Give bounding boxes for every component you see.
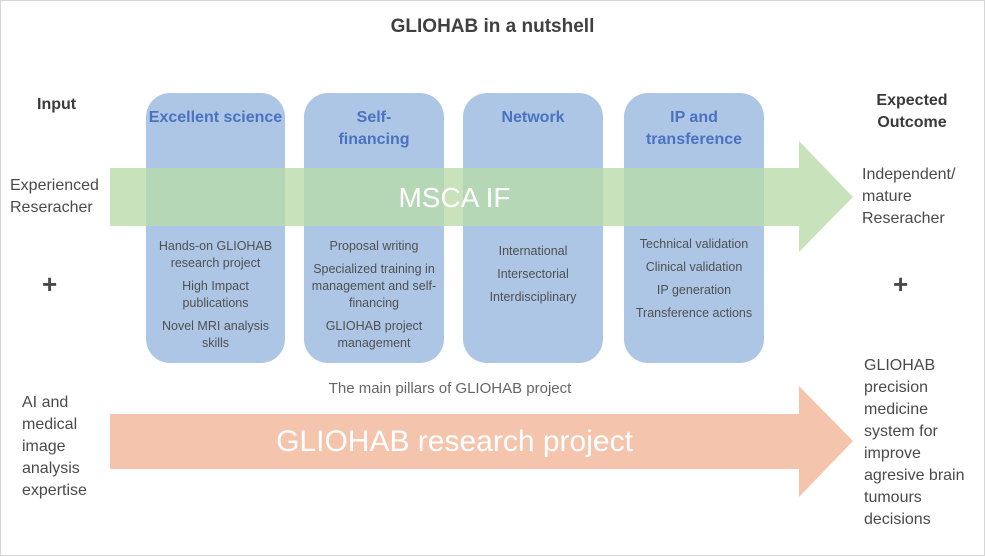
pillar-title: Network <box>501 109 565 126</box>
pillar-item: International <box>498 244 568 258</box>
pillar-title: Self-financing <box>338 109 410 148</box>
pillar-item: Interdisciplinary <box>489 290 577 304</box>
msca-arrow <box>110 141 853 252</box>
outcome-top: Independent/ mature Reseracher <box>862 166 956 227</box>
pillar-ip-transference: IP and transference Technical validation… <box>624 93 764 363</box>
pillar-item: High Impact publications <box>182 279 249 310</box>
outcome-plus-icon: + <box>893 269 909 299</box>
research-arrow <box>110 386 853 497</box>
input-heading: Input <box>37 96 77 113</box>
input-plus-icon: + <box>42 269 58 299</box>
pillar-item: Intersectorial <box>497 267 569 281</box>
research-arrow-label: GLIOHAB research project <box>276 425 633 458</box>
msca-arrow-label: MSCA IF <box>398 182 511 213</box>
pillar-item: GLIOHAB project management <box>325 319 423 350</box>
pillar-item: IP generation <box>656 283 732 297</box>
pillar-self-financing: Self-financing Proposal writing Speciali… <box>304 93 444 363</box>
pillar-items: Hands-on GLIOHAB research project High I… <box>146 238 285 358</box>
pillar-excellent-science: Excellent science Hands-on GLIOHAB resea… <box>146 93 285 363</box>
diagram-title: GLIOHAB in a nutshell <box>390 16 595 37</box>
pillar-network: Network International Intersectorial Int… <box>463 93 603 363</box>
pillar-item: Clinical validation <box>645 260 743 274</box>
pillar-items: Technical validation Clinical validation… <box>624 236 764 328</box>
pillar-title: Excellent science <box>148 109 283 126</box>
outcome-bottom: GLIOHAB precision medicine system for im… <box>864 357 965 528</box>
pillar-items: International Intersectorial Interdiscip… <box>463 243 603 312</box>
outcome-heading: Expected Outcome <box>876 92 948 131</box>
pillar-item: Hands-on GLIOHAB research project <box>158 239 273 270</box>
pillar-title: IP and transference <box>645 109 743 148</box>
pillar-item: Specialized training in management and s… <box>311 262 437 310</box>
pillar-item: Novel MRI analysis skills <box>162 319 269 350</box>
pillar-item: Technical validation <box>639 237 749 251</box>
pillar-item: Transference actions <box>635 306 753 320</box>
pillars-caption: The main pillars of GLIOHAB project <box>328 380 572 397</box>
pillar-items: Proposal writing Specialized training in… <box>304 238 444 358</box>
pillar-item: Proposal writing <box>329 239 419 253</box>
input-top: Experienced Reseracher <box>10 177 99 216</box>
input-bottom: AI and medical image analysis expertise <box>22 394 87 499</box>
